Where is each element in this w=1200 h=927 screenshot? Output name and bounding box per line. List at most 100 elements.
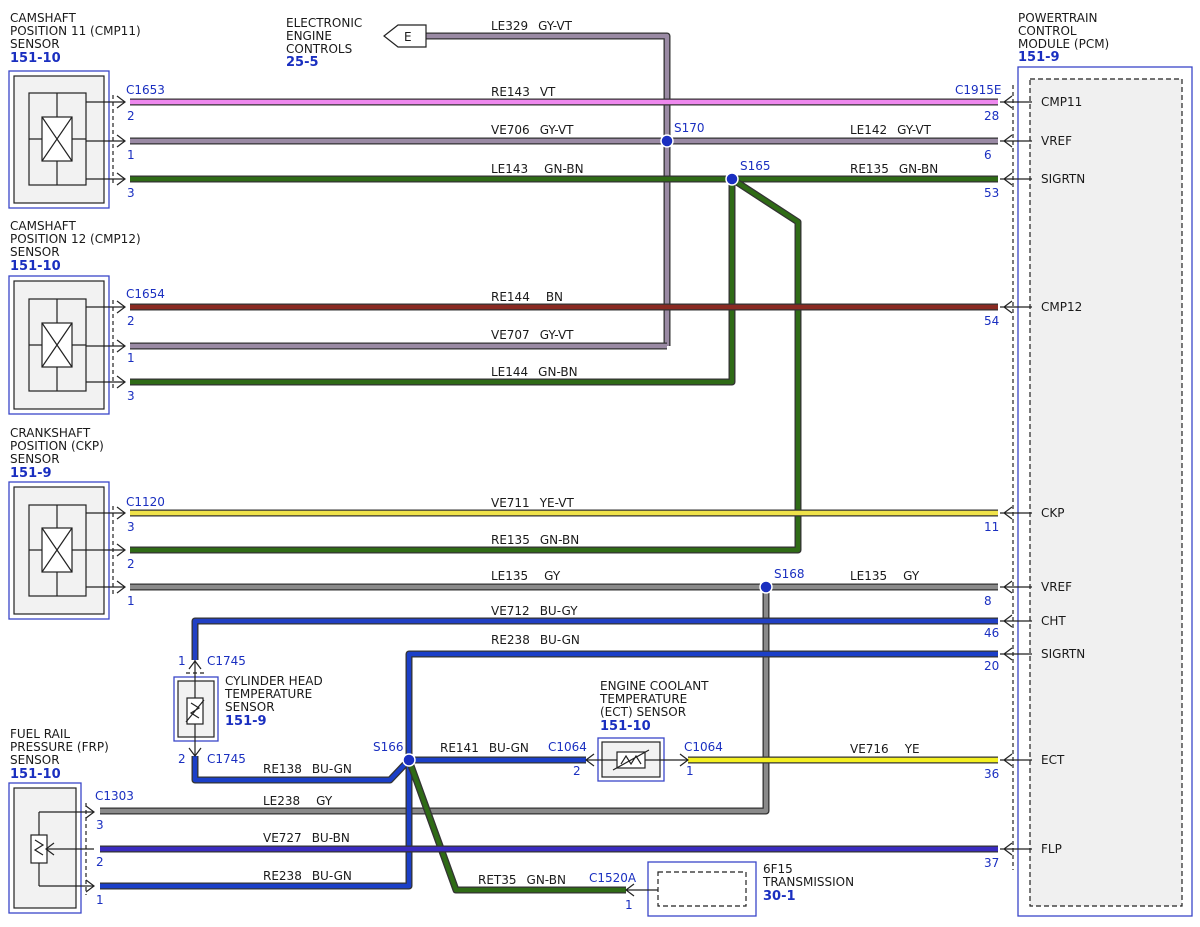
electronic-engine-controls[interactable]: ELECTRONIC ENGINE CONTROLS 25-5 E <box>286 16 427 70</box>
eec-title-line3: CONTROLS <box>286 42 352 56</box>
ckp-ref[interactable]: 151-9 <box>10 466 52 481</box>
pcm-pin-number: 28 <box>984 109 999 123</box>
ect-sensor[interactable]: ENGINE COOLANT TEMPERATURE (ECT) SENSOR … <box>548 679 723 782</box>
ect-title-line1: ENGINE COOLANT <box>600 679 709 693</box>
ckp-pin: 3 <box>127 520 135 534</box>
cmp12-title-line2: POSITION 12 (CMP12) <box>10 232 141 246</box>
cmp11-title-line1: CAMSHAFT <box>10 11 76 25</box>
pcm-pin-label: SIGRTN <box>1041 647 1085 661</box>
splice-s170[interactable] <box>660 134 674 148</box>
splice-label-s166: S166 <box>373 740 404 754</box>
cmp11-outline <box>8 70 110 209</box>
connector-c1064-right: C1064 <box>684 740 723 754</box>
pcm-pin-number: 53 <box>984 186 999 200</box>
frp-title-line1: FUEL RAIL <box>10 727 70 741</box>
pcm-module[interactable]: POWERTRAIN CONTROL MODULE (PCM) 151-9 C1… <box>955 11 1193 917</box>
wire-outline <box>130 176 802 554</box>
pcm-ref[interactable]: 151-9 <box>1018 50 1060 65</box>
splice-s168[interactable] <box>759 580 773 594</box>
transmission[interactable]: 1 C1520A 6F15 TRANSMISSION 30-1 <box>589 861 854 917</box>
cmp12-title-line1: CAMSHAFT <box>10 219 76 233</box>
cmp11-sensor[interactable]: CAMSHAFT POSITION 11 (CMP11) SENSOR 151-… <box>8 11 165 209</box>
cht-sensor[interactable]: 1 2 C1745 C1745 CYLINDER HEAD TEMPERATUR… <box>173 654 323 766</box>
pcm-pins: CMP11 28 VREF 6 SIGRTN 53 CMP12 54 CKP 1… <box>984 95 1085 870</box>
cht-outline <box>173 676 219 742</box>
pcm-pin-label: ECT <box>1041 753 1065 767</box>
cmp12-sensor[interactable]: CAMSHAFT POSITION 12 (CMP12) SENSOR 151-… <box>8 219 165 415</box>
pcm-outline <box>1017 66 1193 917</box>
frp-title-line2: PRESSURE (FRP) <box>10 740 109 754</box>
cmp12-title-line3: SENSOR <box>10 245 60 259</box>
pcm-pin-cmp12: CMP12 54 <box>984 300 1082 328</box>
cmp12-ref[interactable]: 151-10 <box>10 259 61 274</box>
pcm-pin-sigrtn-53: SIGRTN 53 <box>984 172 1085 200</box>
splice-s165[interactable] <box>725 172 739 186</box>
connector-c1120: C1120 <box>126 495 165 509</box>
wire-le238 <box>100 587 769 814</box>
ckp-pin: 2 <box>127 557 135 571</box>
frp-sensor[interactable]: FUEL RAIL PRESSURE (FRP) SENSOR 151-10 3… <box>8 727 134 914</box>
trans-outline <box>647 861 757 917</box>
wire-outline <box>130 179 736 386</box>
trans-ref[interactable]: 30-1 <box>763 889 796 904</box>
splice-s166[interactable] <box>402 753 416 767</box>
cmp12-pin: 1 <box>127 351 135 365</box>
cmp11-ref[interactable]: 151-10 <box>10 51 61 66</box>
cmp12-outline <box>8 275 110 415</box>
frp-ref[interactable]: 151-10 <box>10 767 61 782</box>
pcm-pin-label: SIGRTN <box>1041 172 1085 186</box>
ckp-title-line1: CRANKSHAFT <box>10 426 91 440</box>
pcm-pin-label: CMP12 <box>1041 300 1082 314</box>
cht-title-line3: SENSOR <box>225 700 275 714</box>
connector-c1520a: C1520A <box>589 871 637 885</box>
connector-c1745-top: C1745 <box>207 654 246 668</box>
wire-ve712 <box>192 618 998 660</box>
ect-pin: 2 <box>573 764 581 778</box>
frp-pin: 1 <box>96 893 104 907</box>
trans-title-line2: TRANSMISSION <box>762 875 854 889</box>
pcm-pin-number: 6 <box>984 148 992 162</box>
cmp11-pin: 2 <box>127 109 135 123</box>
offpage-arrow-icon <box>383 24 427 48</box>
pcm-pin-label: FLP <box>1041 842 1062 856</box>
trans-body <box>657 871 747 907</box>
connector-c1915e: C1915E <box>955 83 1002 97</box>
ect-ref[interactable]: 151-10 <box>600 719 651 734</box>
pcm-pin-ect: ECT 36 <box>984 753 1065 781</box>
pcm-pin-flp: FLP 37 <box>984 842 1062 870</box>
splices-layer: S170 S165 S168 S166 <box>373 121 805 767</box>
pcm-title-line3: MODULE (PCM) <box>1018 37 1109 51</box>
cmp11-title-line3: SENSOR <box>10 37 60 51</box>
eec-title-line1: ELECTRONIC <box>286 16 362 30</box>
eec-ref[interactable]: 25-5 <box>286 55 319 70</box>
wire-s165-drop <box>130 179 735 385</box>
pcm-pin-cht: CHT 46 <box>984 614 1066 640</box>
ckp-sensor[interactable]: CRANKSHAFT POSITION (CKP) SENSOR 151-9 3… <box>8 426 165 620</box>
cht-title-line2: TEMPERATURE <box>224 687 312 701</box>
pcm-pin-sigrtn-20: SIGRTN 20 <box>984 647 1085 673</box>
pcm-pin-number: 37 <box>984 856 999 870</box>
ect-pin: 1 <box>686 764 694 778</box>
pcm-pin-label: CKP <box>1041 506 1064 520</box>
pressure-sensor-icon <box>30 834 48 864</box>
cht-pin: 1 <box>178 654 186 668</box>
cmp12-pin: 3 <box>127 389 135 403</box>
cht-ref[interactable]: 151-9 <box>225 714 267 729</box>
frp-title-line3: SENSOR <box>10 753 60 767</box>
pcm-pin-number: 11 <box>984 520 999 534</box>
pcm-title-line2: CONTROL <box>1018 24 1077 38</box>
trans-pin: 1 <box>625 898 633 912</box>
pcm-pin-vref-8: VREF 8 <box>984 580 1072 608</box>
